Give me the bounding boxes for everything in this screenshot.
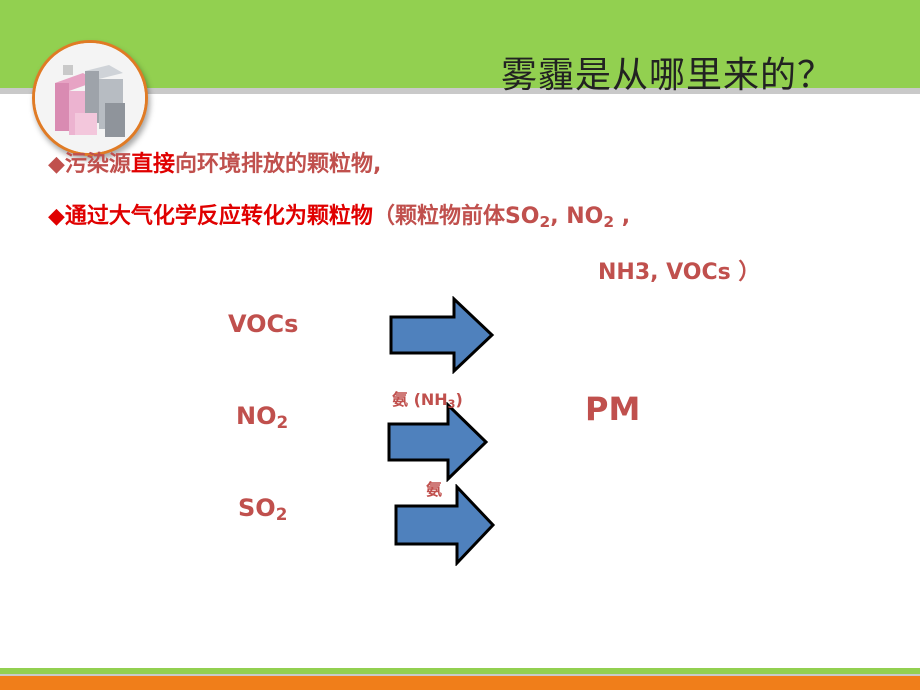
ammonia-short-label: 氨 <box>426 476 442 500</box>
species-no2: NO2 <box>236 402 288 432</box>
bullet-text: , NO <box>550 204 603 229</box>
subscript: 2 <box>603 213 614 231</box>
bullet-text: , <box>614 204 630 229</box>
annotation-text: 氨 (NH <box>392 390 448 409</box>
diamond-bullet-icon: ◆ <box>48 152 65 177</box>
gift-boxes-icon <box>35 43 145 153</box>
bullet-text: （颗粒物前体SO <box>373 204 540 229</box>
subscript: 2 <box>276 504 288 524</box>
bullet-chemical-conversion: ◆通过大气化学反应转化为颗粒物（颗粒物前体SO2, NO2 , <box>48 198 630 231</box>
bullet-text: 污染源 <box>65 152 131 177</box>
footer-orange-bar <box>0 676 920 690</box>
right-arrow-icon <box>388 296 496 374</box>
bullet-emphasis: 通过大气化学反应转化为颗粒物 <box>65 204 373 229</box>
ammonia-label: 氨 (NH3) <box>392 386 463 411</box>
diamond-bullet-icon: ◆ <box>48 204 65 229</box>
right-arrow-icon <box>386 402 490 482</box>
bullet-text: 向环境排放的颗粒物, <box>175 152 381 177</box>
annotation-text: ) <box>455 390 462 409</box>
bullet-direct-emission: ◆污染源直接向环境排放的颗粒物, <box>48 146 381 178</box>
species-so2: SO2 <box>238 494 287 524</box>
right-arrow-icon <box>393 484 497 566</box>
bullet-continuation: NH3, VOCs ） <box>598 254 760 286</box>
subscript: 2 <box>540 213 551 231</box>
species-label: SO <box>238 494 276 522</box>
bullet-emphasis: 直接 <box>131 152 175 177</box>
subscript: 2 <box>277 412 289 432</box>
slide-title: 雾霾是从哪里来的？ <box>501 46 834 98</box>
logo-image <box>32 40 148 156</box>
species-vocs: VOCs <box>228 310 298 338</box>
pm-result: PM <box>585 390 640 428</box>
species-label: NO <box>236 402 277 430</box>
